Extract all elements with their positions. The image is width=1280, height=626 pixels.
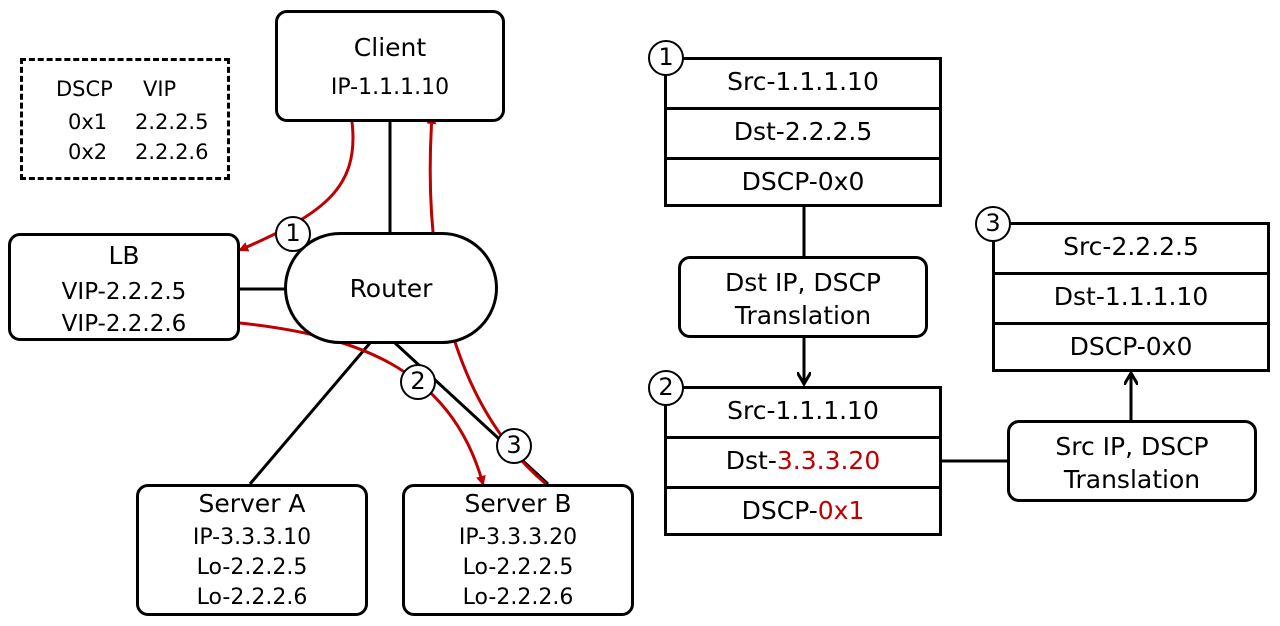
packet-3-header: Src-2.2.2.5 Dst-1.1.1.10 DSCP-0x0: [992, 222, 1270, 372]
packet-1-step-badge: 1: [648, 40, 684, 76]
client-ip: IP-1.1.1.10: [330, 75, 450, 100]
server-a-ip: IP-3.3.3.10: [192, 525, 312, 550]
packet-1-header: Src-1.1.1.10 Dst-2.2.2.5 DSCP-0x0: [664, 57, 942, 207]
legend-row-vip: 2.2.2.5: [135, 110, 209, 134]
server-a-lo-2: Lo-2.2.2.6: [196, 585, 308, 610]
router-node: Router: [284, 232, 498, 344]
packet-1-dscp: DSCP-0x0: [741, 167, 865, 196]
dst-translation-node: Dst IP, DSCP Translation: [678, 256, 928, 338]
step-badge-2: 2: [400, 364, 436, 400]
lb-node: LB VIP-2.2.2.5 VIP-2.2.2.6: [8, 233, 240, 341]
dst-translation-line-1: Dst IP, DSCP: [724, 268, 882, 297]
packet-3-dscp: DSCP-0x0: [1069, 332, 1193, 361]
lb-vip-1: VIP-2.2.2.5: [61, 279, 187, 305]
server-b-node: Server B IP-3.3.3.20 Lo-2.2.2.5 Lo-2.2.2…: [402, 484, 634, 616]
packet-2-dscp-prefix: DSCP-: [741, 496, 818, 525]
router-label: Router: [349, 274, 433, 303]
packet-1-dst: Dst-2.2.2.5: [667, 110, 939, 160]
src-translation-node: Src IP, DSCP Translation: [1007, 420, 1257, 502]
link-router-server-a: [248, 342, 372, 485]
client-title: Client: [353, 33, 427, 62]
packet-2-dst: Dst-3.3.3.20: [667, 439, 939, 489]
packet-3-src: Src-2.2.2.5: [995, 225, 1267, 275]
packet-2-dscp: DSCP-0x1: [667, 489, 939, 539]
packet-2-dst-value: 3.3.3.20: [776, 446, 881, 475]
legend-row-vip: 2.2.2.6: [135, 140, 209, 164]
packet-3-step-badge: 3: [975, 206, 1011, 242]
flow-client-to-lb: [238, 121, 355, 252]
packet-1-src: Src-1.1.1.10: [667, 60, 939, 110]
server-b-lo-1: Lo-2.2.2.5: [462, 555, 574, 580]
src-translation-line-2: Translation: [1063, 465, 1201, 494]
packet-2-dscp-value: 0x1: [817, 496, 865, 525]
client-node: Client IP-1.1.1.10: [275, 10, 505, 122]
packet-2-src: Src-1.1.1.10: [667, 389, 939, 439]
legend-row-dscp: 0x2: [68, 140, 108, 164]
dst-translation-line-2: Translation: [734, 301, 872, 330]
server-b-lo-2: Lo-2.2.2.6: [462, 585, 574, 610]
server-a-lo-1: Lo-2.2.2.5: [196, 555, 308, 580]
legend-row-dscp: 0x1: [68, 110, 108, 134]
legend-header-vip: VIP: [143, 77, 177, 101]
server-a-title: Server A: [198, 489, 306, 518]
server-b-ip: IP-3.3.3.20: [458, 525, 578, 550]
server-a-node: Server A IP-3.3.3.10 Lo-2.2.2.5 Lo-2.2.2…: [136, 484, 368, 616]
step-badge-1: 1: [275, 216, 311, 252]
src-translation-line-1: Src IP, DSCP: [1055, 432, 1209, 461]
flow-lb-to-server-b: [239, 321, 486, 486]
lb-vip-2: VIP-2.2.2.6: [61, 311, 187, 337]
packet-2-header: Src-1.1.1.10 Dst-3.3.3.20 DSCP-0x1: [664, 386, 942, 536]
packet-2-dst-prefix: Dst-: [725, 446, 777, 475]
dscp-vip-legend: DSCP VIP 0x1 2.2.2.5 0x2 2.2.2.6: [20, 58, 230, 180]
lb-title: LB: [108, 241, 140, 270]
legend-header-dscp: DSCP: [56, 77, 113, 101]
step-badge-3: 3: [496, 428, 532, 464]
packet-3-dst: Dst-1.1.1.10: [995, 275, 1267, 325]
server-b-title: Server B: [464, 489, 572, 518]
packet-2-step-badge: 2: [648, 370, 684, 406]
